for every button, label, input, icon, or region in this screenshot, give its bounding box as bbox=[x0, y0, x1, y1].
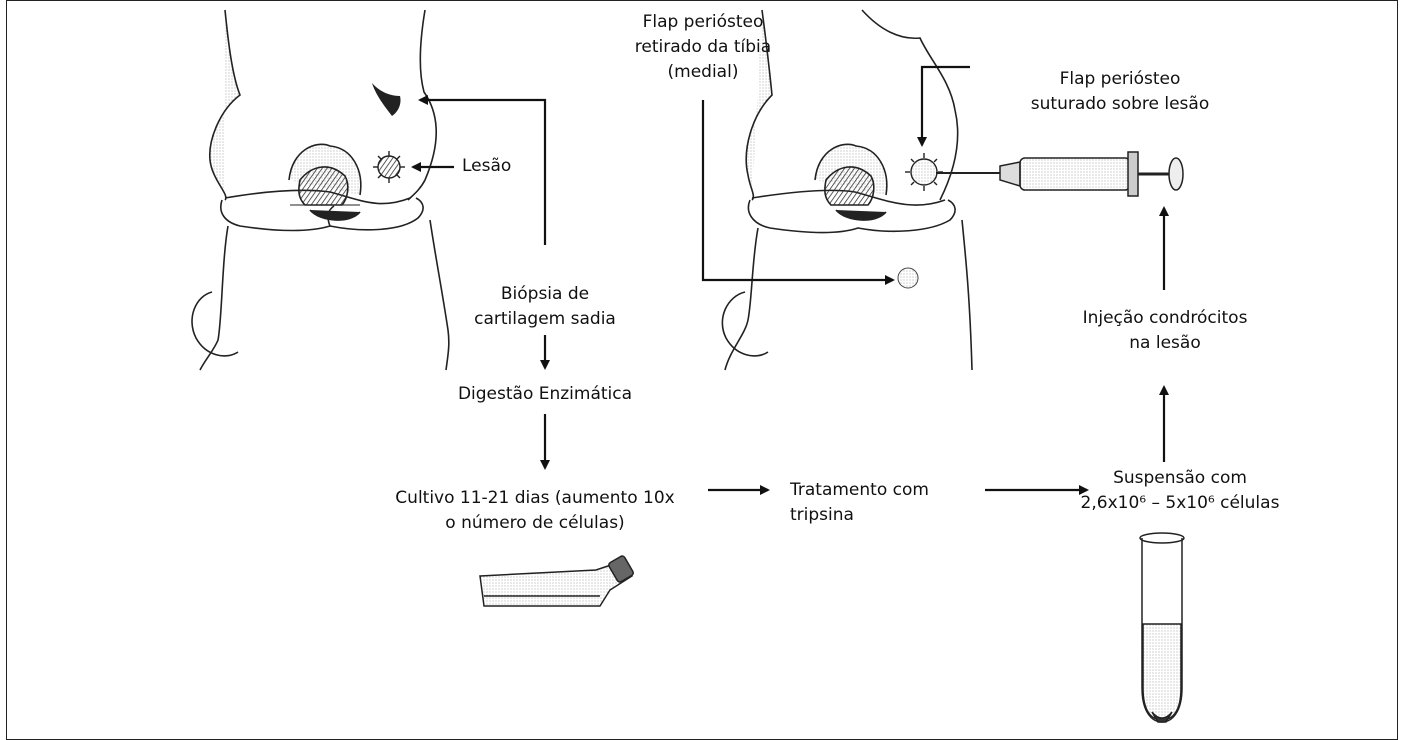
flap-sutured-line-1: Flap periósteo bbox=[1000, 67, 1240, 92]
flap-removed-line-3: (medial) bbox=[593, 60, 813, 85]
suspension-line-2: 2,6x10⁶ – 5x10⁶ células bbox=[1060, 491, 1300, 516]
flap-sutured-label: Flap periósteo suturado sobre lesão bbox=[1000, 67, 1240, 117]
flow-arrows bbox=[413, 67, 1164, 490]
test-tube bbox=[1140, 533, 1184, 722]
biopsy-line-2: cartilagem sadia bbox=[445, 307, 645, 332]
flap-removed-label: Flap periósteo retirado da tíbia (medial… bbox=[593, 10, 813, 85]
biopsy-line-1: Biópsia de bbox=[445, 282, 645, 307]
culture-label: Cultivo 11-21 dias (aumento 10x o número… bbox=[365, 486, 705, 536]
trypsin-line-2: tripsina bbox=[790, 503, 929, 528]
trypsin-line-1: Tratamento com bbox=[790, 478, 929, 503]
biopsy-label: Biópsia de cartilagem sadia bbox=[445, 282, 645, 332]
trypsin-label: Tratamento com tripsina bbox=[790, 478, 929, 528]
biopsy-site-left bbox=[372, 83, 401, 116]
digestion-label: Digestão Enzimática bbox=[430, 382, 660, 407]
culture-line-2: o número de células) bbox=[365, 511, 705, 536]
syringe bbox=[936, 152, 1183, 196]
injection-label: Injeção condrócitos na lesão bbox=[1050, 306, 1280, 356]
injection-line-2: na lesão bbox=[1050, 331, 1280, 356]
suspension-label: Suspensão com 2,6x10⁶ – 5x10⁶ células bbox=[1060, 466, 1300, 516]
culture-flask bbox=[480, 555, 634, 606]
lesion-mark-left bbox=[373, 151, 405, 183]
flap-sutured-line-2: suturado sobre lesão bbox=[1000, 92, 1240, 117]
flap-removed-line-2: retirado da tíbia bbox=[593, 35, 813, 60]
flap-removed-line-1: Flap periósteo bbox=[593, 10, 813, 35]
left-knee-illustration bbox=[192, 10, 449, 370]
injection-line-1: Injeção condrócitos bbox=[1050, 306, 1280, 331]
culture-line-1: Cultivo 11-21 dias (aumento 10x bbox=[365, 486, 705, 511]
suspension-line-1: Suspensão com bbox=[1060, 466, 1300, 491]
arrow-flap-sutured bbox=[922, 67, 970, 145]
lesion-label: Lesão bbox=[462, 154, 511, 179]
